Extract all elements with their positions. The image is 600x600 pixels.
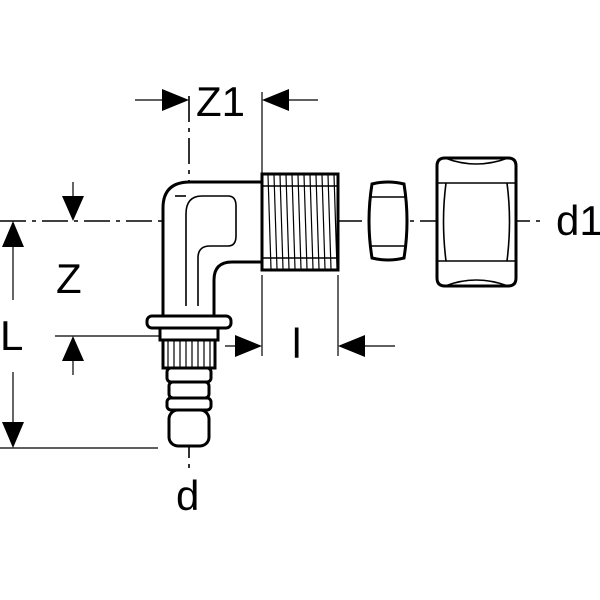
- insert-tip: [167, 408, 211, 448]
- sleeve-ribs: [167, 341, 211, 367]
- union-nut: [435, 156, 518, 288]
- thread-hatch-line: [279, 174, 284, 270]
- thread-lines: [267, 174, 338, 270]
- thread-arrow-right: [338, 335, 365, 357]
- olive-body: [367, 180, 409, 262]
- thread-hatch-line: [315, 174, 320, 270]
- l-arrow-top: [2, 221, 24, 247]
- z-arrow-bottom: [62, 336, 84, 361]
- thread-hatch-line: [327, 174, 332, 270]
- thread-hatch-line: [303, 174, 308, 270]
- thread-arrow-left: [235, 335, 262, 357]
- press-flange: [145, 314, 233, 330]
- insert-ring-3: [165, 396, 213, 412]
- label-z: Z: [56, 255, 82, 302]
- nut-chamfer-left: [442, 182, 447, 262]
- elbow-inner-contour: [185, 195, 237, 306]
- insert-ring-1: [165, 366, 213, 384]
- label-l-upper: L: [0, 312, 23, 359]
- z1-arrow-right: [262, 89, 289, 111]
- elbow-body: [161, 180, 264, 318]
- label-l-lower: l: [292, 320, 301, 367]
- z-arrow-top: [62, 196, 84, 221]
- nut-chamfer-right: [506, 182, 511, 262]
- z1-arrow-left: [162, 89, 189, 111]
- label-d1: d1: [556, 197, 600, 244]
- nut-body: [435, 156, 518, 288]
- label-z1: Z1: [196, 78, 245, 125]
- thread-hatch-line: [297, 174, 302, 270]
- thread-hatch-line: [273, 174, 278, 270]
- compression-olive: [367, 180, 409, 262]
- nut-arc-bottom: [444, 279, 509, 287]
- press-collar: [158, 326, 220, 342]
- label-d: d: [176, 472, 199, 519]
- thread-hatch-line: [321, 174, 326, 270]
- l-arrow-bottom: [2, 422, 24, 448]
- dimension-labels: Z1 d1 Z L l d: [0, 78, 600, 519]
- dimension-lines: [0, 89, 395, 449]
- thread-hatch-line: [333, 174, 338, 270]
- thread-hatch-line: [285, 174, 290, 270]
- male-thread: [260, 172, 340, 272]
- press-sleeve: [161, 338, 217, 370]
- thread-hatch-line: [309, 174, 314, 270]
- elbow-fitting: [161, 180, 264, 318]
- thread-hatch-line: [291, 174, 296, 270]
- thread-hatch-line: [267, 174, 272, 270]
- press-connector: [145, 314, 233, 448]
- nut-arc-top: [444, 157, 509, 165]
- insert-ring-2: [167, 380, 211, 400]
